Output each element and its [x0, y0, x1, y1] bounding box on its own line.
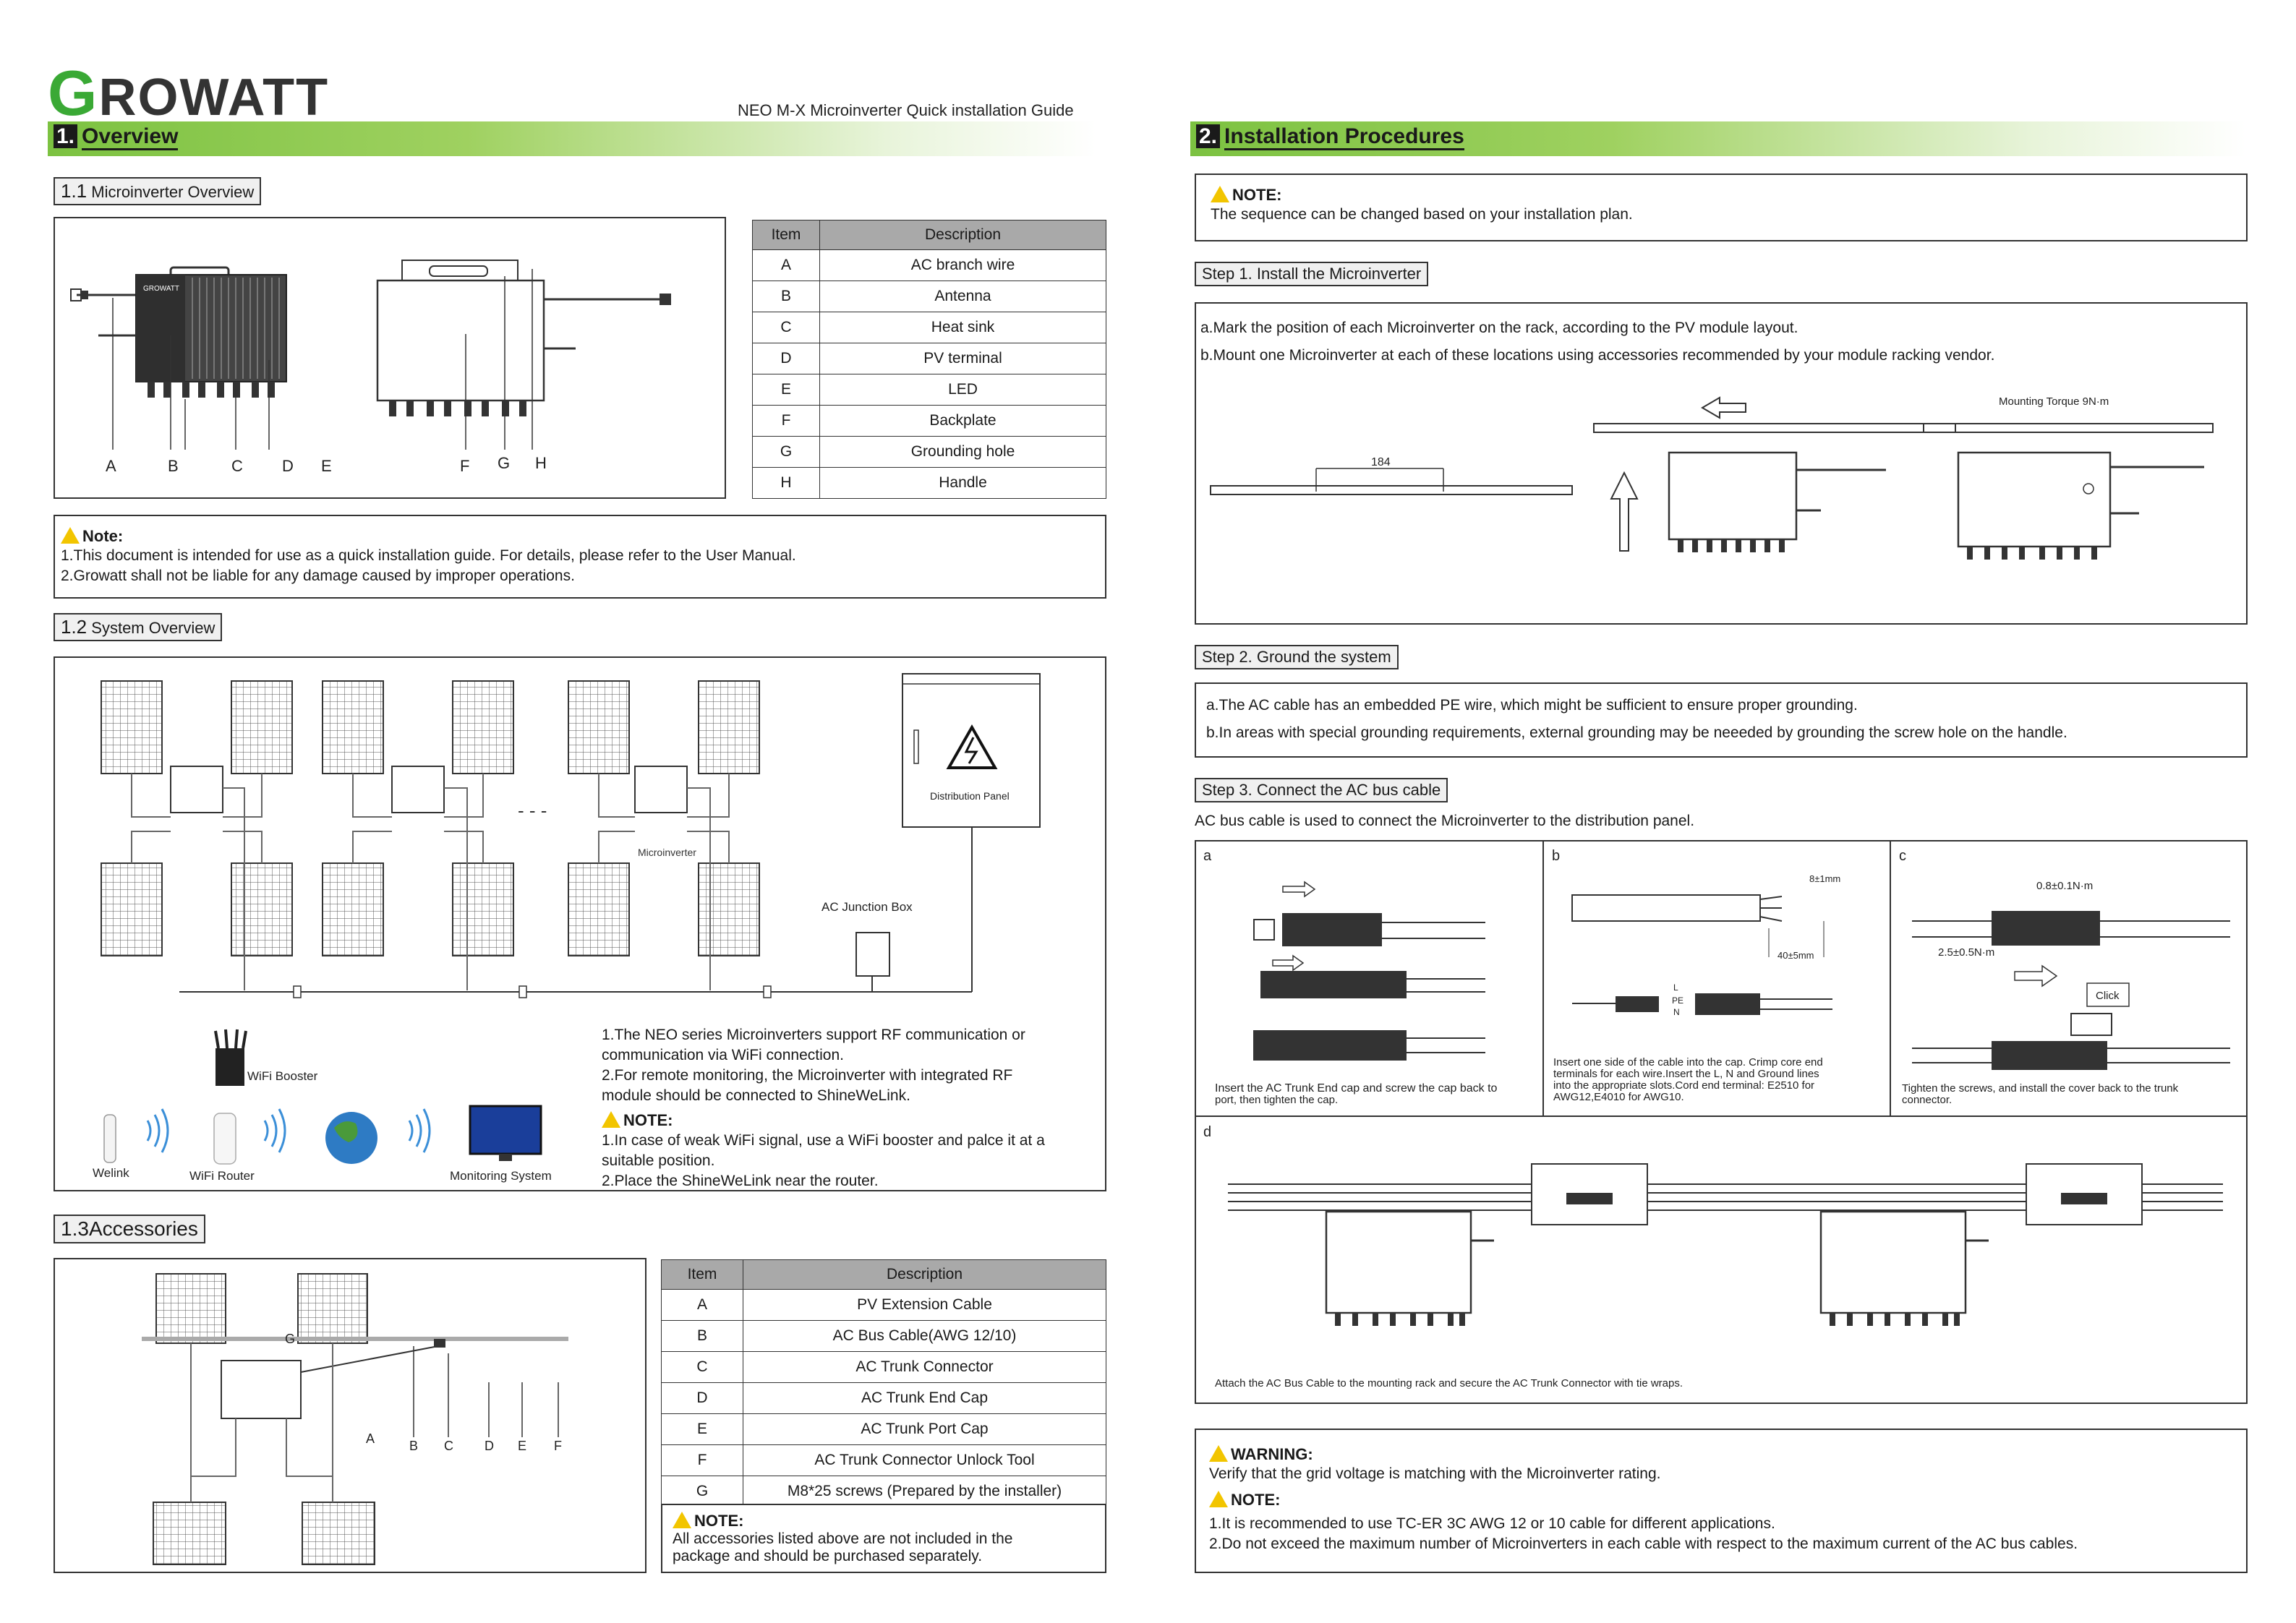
svg-text:D: D [485, 1439, 494, 1453]
svg-text:Tighten the screws, and instal: Tighten the screws, and install the cove… [1902, 1082, 2179, 1095]
step3-diagram-box: a b c d Insert the AC Trunk End cap and scr… [1195, 840, 2248, 1404]
step2-box: a.The AC cable has an embedded PE wire, … [1195, 682, 2248, 758]
svg-text:c: c [1899, 848, 1906, 864]
table-header: Description [743, 1259, 1106, 1290]
svg-text:A: A [366, 1431, 375, 1446]
system-overview-diagram: - - - Microinverter AC Junction Box Dist… [54, 656, 1106, 1191]
section-overview-bar: 1.Overview [48, 121, 1096, 156]
svg-text:L: L [1673, 982, 1678, 993]
svg-text:E: E [518, 1439, 526, 1453]
microinverter-diagram: GROWATT A B C D E F G H [54, 217, 726, 499]
svg-text:Attach the AC Bus Cable to the: Attach the AC Bus Cable to the mounting … [1215, 1377, 1683, 1389]
step3-intro: AC bus cable is used to connect the Micr… [1195, 813, 1695, 829]
svg-text:Microinverter: Microinverter [638, 847, 696, 858]
svg-text:Welink: Welink [93, 1166, 129, 1180]
step3-heading: Step 3. Connect the AC bus cable [1195, 778, 1448, 802]
step1-heading: Step 1. Install the Microinverter [1195, 262, 1429, 286]
guide-subtitle: NEO M-X Microinverter Quick installation… [738, 101, 1074, 119]
warning-icon [1211, 186, 1229, 202]
svg-text:A: A [106, 457, 116, 475]
svg-text:C: C [231, 457, 243, 475]
svg-text:Insert the AC Trunk End cap an: Insert the AC Trunk End cap and screw th… [1215, 1082, 1498, 1095]
warning-icon [673, 1512, 691, 1528]
svg-text:d: d [1203, 1124, 1211, 1140]
svg-text:- - -: - - - [518, 800, 547, 821]
svg-text:F: F [460, 457, 469, 475]
accessories-diagram: A B C D E F G [54, 1258, 646, 1573]
warning-icon [602, 1111, 620, 1128]
svg-text:8±1mm: 8±1mm [1809, 873, 1840, 884]
svg-text:E: E [321, 457, 332, 475]
warning-box: WARNING: Verify that the grid voltage is… [1195, 1429, 2248, 1573]
svg-text:connector.: connector. [1902, 1094, 1952, 1106]
svg-text:PE: PE [1672, 995, 1683, 1006]
svg-text:WiFi Router: WiFi Router [189, 1169, 255, 1183]
svg-text:Distribution Panel: Distribution Panel [930, 790, 1010, 802]
svg-text:Click: Click [2096, 990, 2120, 1002]
svg-text:C: C [444, 1439, 453, 1453]
svg-text:H: H [535, 454, 547, 472]
accessories-note: NOTE: All accessories listed above are n… [661, 1504, 1106, 1573]
svg-text:D: D [282, 457, 294, 475]
step2-heading: Step 2. Ground the system [1195, 645, 1399, 669]
growatt-logo: GROWATT [48, 57, 330, 129]
svg-text:0.8±0.1N·m: 0.8±0.1N·m [2036, 880, 2093, 892]
svg-text:G: G [285, 1332, 295, 1346]
svg-text:Mounting Torque 9N·m: Mounting Torque 9N·m [1999, 395, 2109, 408]
system-overview-text: 1.The NEO series Microinverters support … [602, 1027, 1045, 1189]
warning-icon [61, 527, 80, 544]
svg-text:40±5mm: 40±5mm [1778, 950, 1814, 961]
svg-text:b: b [1552, 848, 1560, 864]
svg-text:GROWATT: GROWATT [143, 285, 179, 293]
svg-text:2.5±0.5N·m: 2.5±0.5N·m [1938, 946, 1994, 959]
svg-text:a: a [1203, 848, 1212, 864]
svg-text:into the appropriate slots.Cor: into the appropriate slots.Cord end term… [1553, 1079, 1814, 1092]
subsection-accessories: 1.3Accessories [54, 1215, 205, 1243]
warning-icon [1209, 1491, 1228, 1507]
svg-text:B: B [168, 457, 179, 475]
svg-text:WiFi Booster: WiFi Booster [247, 1069, 318, 1083]
warning-icon [1209, 1445, 1228, 1462]
svg-text:AWG12,E4010 for AWG10.: AWG12,E4010 for AWG10. [1553, 1091, 1684, 1103]
svg-text:port, then tighten the cap.: port, then tighten the cap. [1215, 1094, 1338, 1106]
installation-note: NOTE: The sequence can be changed based … [1195, 174, 2248, 241]
table-header: Description [819, 220, 1106, 250]
subsection-system-overview: 1.2 System Overview [54, 613, 223, 641]
svg-text:184: 184 [1371, 456, 1391, 468]
table-header: Item [661, 1259, 743, 1290]
svg-text:N: N [1673, 1007, 1680, 1017]
step1-box: a.Mark the position of each Microinverte… [1195, 302, 2248, 625]
subsection-microinverter-overview: 1.1 Microinverter Overview [54, 177, 262, 205]
section-installation-bar: 2.Installation Procedures [1190, 121, 2246, 156]
svg-text:F: F [554, 1439, 562, 1453]
table-header: Item [752, 220, 820, 250]
svg-text:Insert one side of the cable i: Insert one side of the cable into the ca… [1553, 1056, 1823, 1069]
svg-text:B: B [409, 1439, 418, 1453]
svg-text:G: G [498, 454, 510, 472]
svg-text:Monitoring System: Monitoring System [450, 1169, 552, 1183]
svg-text:AC Junction Box: AC Junction Box [821, 900, 913, 914]
note-box-disclaimer: Note: 1.This document is intended for us… [54, 515, 1106, 599]
svg-text:terminals for each wire.Insert: terminals for each wire.Insert the L, N … [1553, 1068, 1819, 1080]
